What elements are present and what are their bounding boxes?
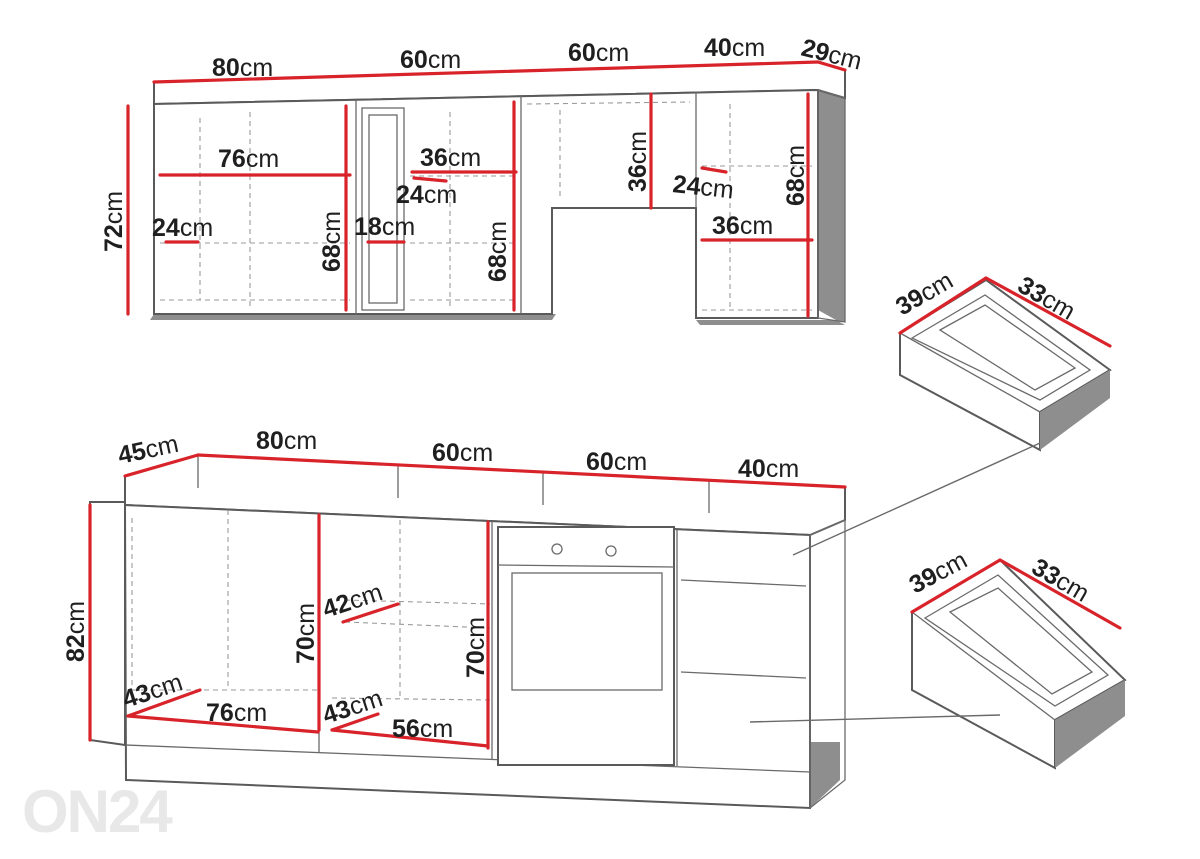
drawer-detail-1	[792, 276, 1112, 556]
upper-inner-height-1-label: 68cm	[318, 211, 346, 272]
upper-inner-height-4-label: 68cm	[782, 145, 810, 206]
upper-cabinets	[150, 60, 846, 325]
upper-inner-width-2-label: 36cm	[420, 144, 481, 172]
upper-inner-height-2-label: 68cm	[484, 221, 512, 282]
upper-width-1-label: 80cm	[212, 54, 273, 82]
upper-cabinet-body	[153, 88, 819, 319]
lower-height-label: 82cm	[62, 601, 90, 662]
upper-inner-labels: 72cm 76cm 24cm 68cm 36cm 24cm 18cm 68cm …	[100, 131, 810, 282]
lower-width-2-label: 60cm	[432, 439, 493, 467]
upper-width-3-label: 60cm	[568, 39, 629, 67]
lower-width-labels: 45cm 80cm 60cm 60cm 40cm	[115, 427, 799, 483]
drawer-detail-2	[749, 558, 1127, 770]
lower-inner-width-2-label: 56cm	[392, 715, 453, 743]
upper-shelf-depth-2-label: 24cm	[396, 181, 457, 209]
upper-shelf-depth-4-label: 24cm	[671, 170, 735, 204]
lower-inner-height-1-label: 70cm	[292, 603, 320, 664]
upper-dimension-lines	[126, 60, 847, 318]
lower-dimension-lines	[88, 453, 847, 750]
upper-width-labels: 80cm 60cm 60cm 40cm 29cm	[212, 34, 865, 82]
lower-width-4-label: 40cm	[738, 455, 799, 483]
lower-inner-height-2-label: 70cm	[462, 617, 490, 678]
upper-shelf-depth-2b-label: 18cm	[354, 213, 415, 241]
lower-cabinets	[89, 453, 846, 810]
oven	[497, 526, 675, 766]
lower-width-1-label: 80cm	[256, 427, 317, 455]
lower-width-3-label: 60cm	[586, 448, 647, 476]
upper-inner-height-3-label: 36cm	[624, 131, 652, 192]
upper-shelf-depth-1-label: 24cm	[152, 214, 213, 242]
lower-inner-labels: 82cm 43cm 76cm 70cm 42cm 43cm 56cm 70cm	[62, 578, 490, 743]
lower-side-panel	[89, 501, 126, 747]
lower-width-0-label: 45cm	[115, 430, 181, 470]
upper-height-label: 72cm	[100, 191, 128, 252]
upper-inner-width-1-label: 76cm	[218, 145, 279, 173]
watermark-logo: ON24	[22, 778, 173, 845]
upper-width-2-label: 60cm	[400, 46, 461, 74]
upper-inner-width-4-label: 36cm	[712, 212, 773, 240]
upper-width-4-label: 40cm	[704, 34, 765, 62]
lower-inner-width-1-label: 76cm	[206, 699, 267, 727]
